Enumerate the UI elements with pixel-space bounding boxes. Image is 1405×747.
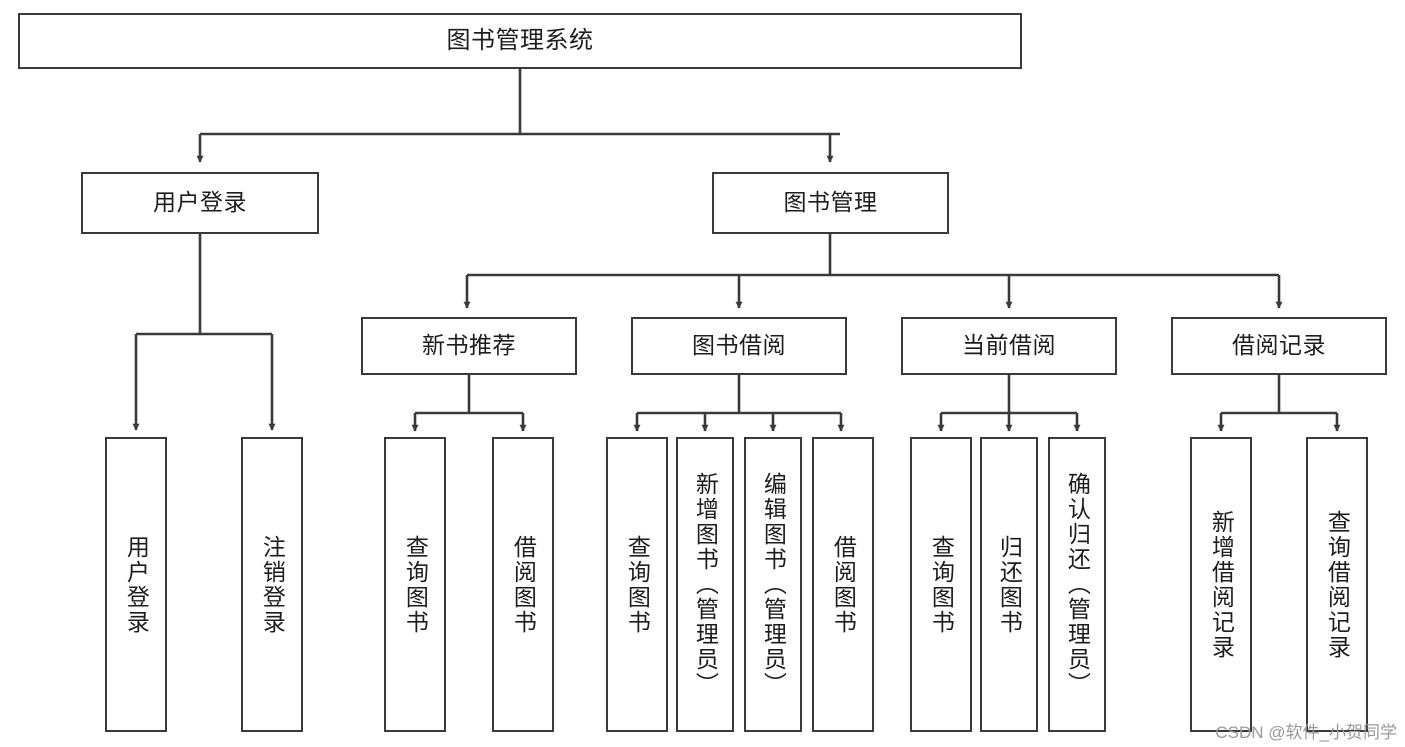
node-leaf-query-book-current[interactable]: 查询图书 (910, 437, 972, 732)
node-book-management[interactable]: 图书管理 (712, 172, 949, 234)
node-leaf-return-book[interactable]: 归还图书 (980, 437, 1038, 732)
node-label: 注销登录 (259, 534, 286, 635)
node-user-login[interactable]: 用户登录 (81, 172, 319, 234)
node-leaf-add-book-admin[interactable]: 新增图书（管理员） (676, 437, 734, 732)
node-label: 用户登录 (153, 189, 247, 216)
node-label: 查询图书 (402, 534, 429, 635)
node-leaf-query-borrow-record[interactable]: 查询借阅记录 (1306, 437, 1368, 732)
node-leaf-user-login[interactable]: 用户登录 (105, 437, 167, 732)
node-leaf-query-book-recommend[interactable]: 查询图书 (384, 437, 446, 732)
node-label: 图书借阅 (692, 332, 786, 359)
node-label: 图书管理系统 (446, 26, 594, 54)
node-leaf-edit-book-admin[interactable]: 编辑图书（管理员） (744, 437, 802, 732)
node-book-borrow[interactable]: 图书借阅 (631, 317, 847, 375)
node-label: 查询借阅记录 (1324, 509, 1351, 660)
node-label: 当前借阅 (962, 332, 1056, 359)
node-label: 查询图书 (928, 534, 955, 635)
node-leaf-add-borrow-record[interactable]: 新增借阅记录 (1190, 437, 1252, 732)
node-borrow-record[interactable]: 借阅记录 (1171, 317, 1387, 375)
node-current-borrow[interactable]: 当前借阅 (901, 317, 1117, 375)
csdn-watermark: CSDN @软件_小贺同学 (1215, 723, 1397, 742)
node-leaf-confirm-return-admin[interactable]: 确认归还（管理员） (1048, 437, 1106, 732)
node-label: 借阅图书 (510, 534, 537, 635)
node-label: 新书推荐 (422, 332, 516, 359)
node-leaf-logout[interactable]: 注销登录 (241, 437, 303, 732)
node-label: 编辑图书（管理员） (760, 472, 787, 697)
node-label: 借阅图书 (830, 534, 857, 635)
node-leaf-query-book-borrow[interactable]: 查询图书 (606, 437, 668, 732)
node-label: 新增借阅记录 (1208, 509, 1235, 660)
node-root-book-management-system[interactable]: 图书管理系统 (18, 13, 1022, 69)
node-label: 图书管理 (783, 189, 878, 216)
node-label: 查询图书 (624, 534, 651, 635)
node-leaf-borrow-book[interactable]: 借阅图书 (812, 437, 874, 732)
node-label: 借阅记录 (1232, 332, 1326, 359)
node-label: 确认归还（管理员） (1064, 472, 1091, 697)
node-label: 新增图书（管理员） (692, 472, 719, 697)
node-new-book-recommend[interactable]: 新书推荐 (361, 317, 577, 375)
node-label: 归还图书 (996, 534, 1023, 635)
node-label: 用户登录 (123, 534, 150, 635)
node-leaf-borrow-book-recommend[interactable]: 借阅图书 (492, 437, 554, 732)
